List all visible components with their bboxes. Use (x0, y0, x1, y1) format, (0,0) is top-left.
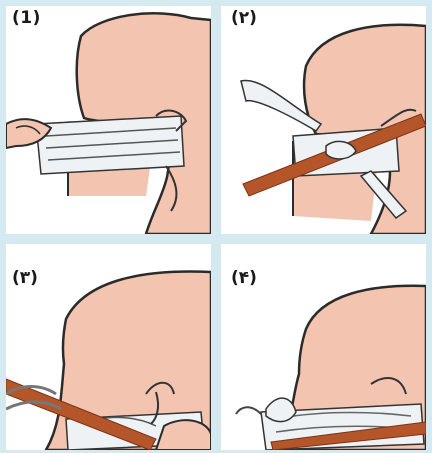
step-panel-2: (۲) (221, 6, 426, 234)
step-2-illustration (221, 6, 426, 234)
step-3-illustration (6, 244, 211, 450)
step-panel-3: (۳) (6, 244, 211, 450)
step-panel-1: (1) (6, 6, 211, 234)
step-1-illustration (6, 6, 211, 234)
step-4-illustration (221, 244, 426, 450)
step-panel-4: (۴) (221, 244, 426, 450)
